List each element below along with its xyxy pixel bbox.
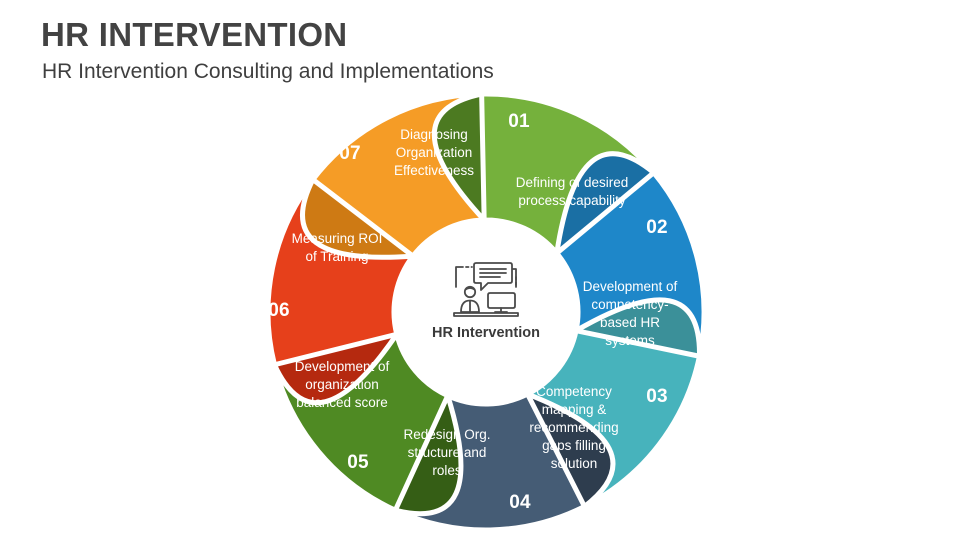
page-subtitle: HR Intervention Consulting and Implement… xyxy=(42,60,494,83)
segment-petal-07[interactable] xyxy=(271,331,451,513)
segment-number-07: 07 xyxy=(339,143,361,164)
segment-label-06: Measuring ROI of Training xyxy=(291,231,383,264)
segment-number-03: 03 xyxy=(646,386,668,407)
segment-label-04: Redesign Org. structure and roles xyxy=(403,427,491,478)
segment-number-06: 06 xyxy=(268,300,290,321)
segment-label-02: Development of competency-based HR syste… xyxy=(582,279,678,348)
segment-number-04: 04 xyxy=(509,492,531,513)
segment-label-03: Competency mapping & recommending gaps f… xyxy=(529,384,619,471)
segment-number-02: 02 xyxy=(646,217,668,238)
segment-number-05: 05 xyxy=(347,452,369,473)
segment-label-05: Development of organization balanced sco… xyxy=(294,359,390,410)
segment-label-07: Diagnosing Organization Effectiveness xyxy=(393,127,475,178)
segment-number-01: 01 xyxy=(508,111,530,132)
wheel-svg xyxy=(265,91,707,533)
process-wheel-diagram: Defining of desired process capability 0… xyxy=(236,82,736,542)
page-title: HR INTERVENTION xyxy=(41,16,348,53)
center-label: HR Intervention xyxy=(432,325,540,341)
segment-label-01: Defining of desired process capability xyxy=(515,175,629,208)
